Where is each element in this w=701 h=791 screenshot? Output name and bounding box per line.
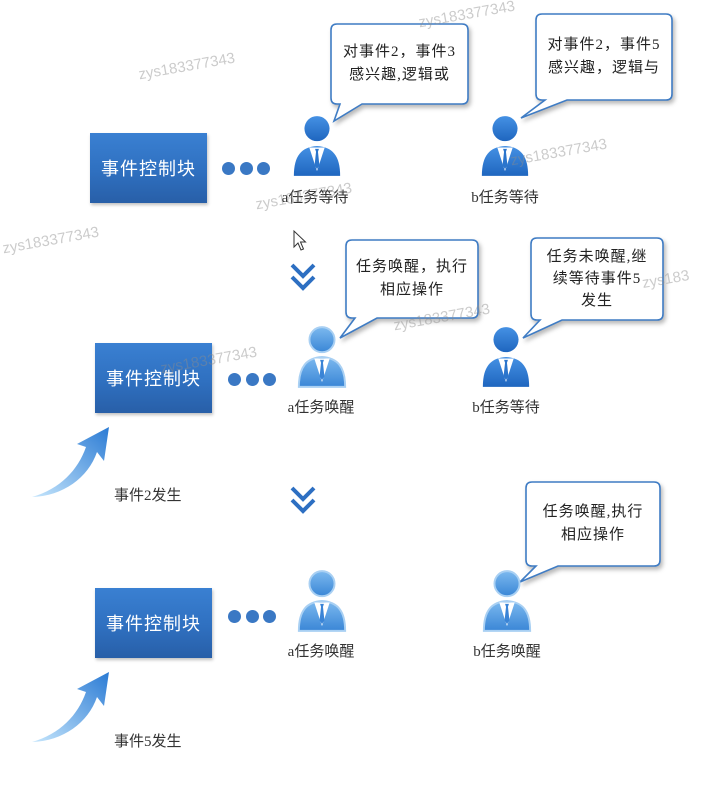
event-control-block: 事件控制块 bbox=[95, 343, 212, 413]
event-occurred-label: 事件2发生 bbox=[114, 488, 182, 504]
speech-bubble-b1 bbox=[520, 13, 673, 119]
task-b-label: b任务等待 bbox=[471, 190, 539, 206]
bubble-line: 发生 bbox=[580, 293, 613, 309]
bubble-b3-text: 任务唤醒,执行 相应操作 bbox=[526, 482, 660, 566]
task-a-label: a任务等待 bbox=[281, 190, 349, 206]
curved-arrow-up-icon bbox=[32, 672, 109, 742]
person-waiting-icon bbox=[290, 113, 344, 179]
bubble-line: 相应操作 bbox=[379, 282, 444, 298]
mouse-cursor-icon bbox=[293, 229, 307, 251]
speech-bubble-b2 bbox=[522, 237, 664, 339]
person-awake-icon bbox=[295, 568, 349, 634]
speech-bubble-b3 bbox=[519, 481, 661, 583]
curved-arrow-up-icon bbox=[32, 427, 109, 497]
task-b-label: b任务唤醒 bbox=[473, 644, 541, 660]
person-waiting-icon bbox=[479, 324, 533, 390]
task-a-label: a任务唤醒 bbox=[287, 644, 355, 660]
double-chevron-down-icon bbox=[290, 263, 316, 291]
person-waiting-icon bbox=[478, 113, 532, 179]
bubble-line: 对事件2，事件5 bbox=[547, 37, 661, 53]
bubble-line: 任务唤醒,执行 bbox=[542, 504, 644, 520]
person-awake-icon bbox=[480, 568, 534, 634]
bubble-line: 对事件2，事件3 bbox=[342, 44, 456, 60]
person-awake-icon bbox=[295, 324, 349, 390]
bubble-line: 续等待事件5 bbox=[552, 271, 642, 287]
task-a-label: a任务唤醒 bbox=[287, 400, 355, 416]
ellipsis-dots-icon bbox=[228, 372, 276, 386]
bubble-line: 任务唤醒，执行 bbox=[355, 259, 468, 275]
event-control-block: 事件控制块 bbox=[95, 588, 212, 658]
event-occurred-label: 事件5发生 bbox=[114, 734, 182, 750]
bubble-line: 感兴趣，逻辑与 bbox=[547, 60, 660, 76]
event-control-block: 事件控制块 bbox=[90, 133, 207, 203]
ellipsis-dots-icon bbox=[228, 609, 276, 623]
speech-bubble-a2 bbox=[339, 239, 479, 339]
ellipsis-dots-icon bbox=[222, 161, 270, 175]
bubble-line: 感兴趣,逻辑或 bbox=[349, 67, 450, 83]
bubble-a1-text: 对事件2，事件3 感兴趣,逻辑或 bbox=[331, 24, 468, 104]
bubble-a2-text: 任务唤醒，执行 相应操作 bbox=[346, 240, 478, 318]
task-b-label: b任务等待 bbox=[472, 400, 540, 416]
bubble-line: 任务未唤醒,继 bbox=[546, 249, 648, 265]
bubble-line: 相应操作 bbox=[560, 527, 625, 543]
speech-bubble-a1 bbox=[330, 23, 469, 123]
double-chevron-down-icon bbox=[290, 486, 316, 514]
bubble-b2-text: 任务未唤醒,继 续等待事件5 发生 bbox=[531, 238, 663, 320]
bubble-b1-text: 对事件2，事件5 感兴趣，逻辑与 bbox=[536, 14, 672, 100]
